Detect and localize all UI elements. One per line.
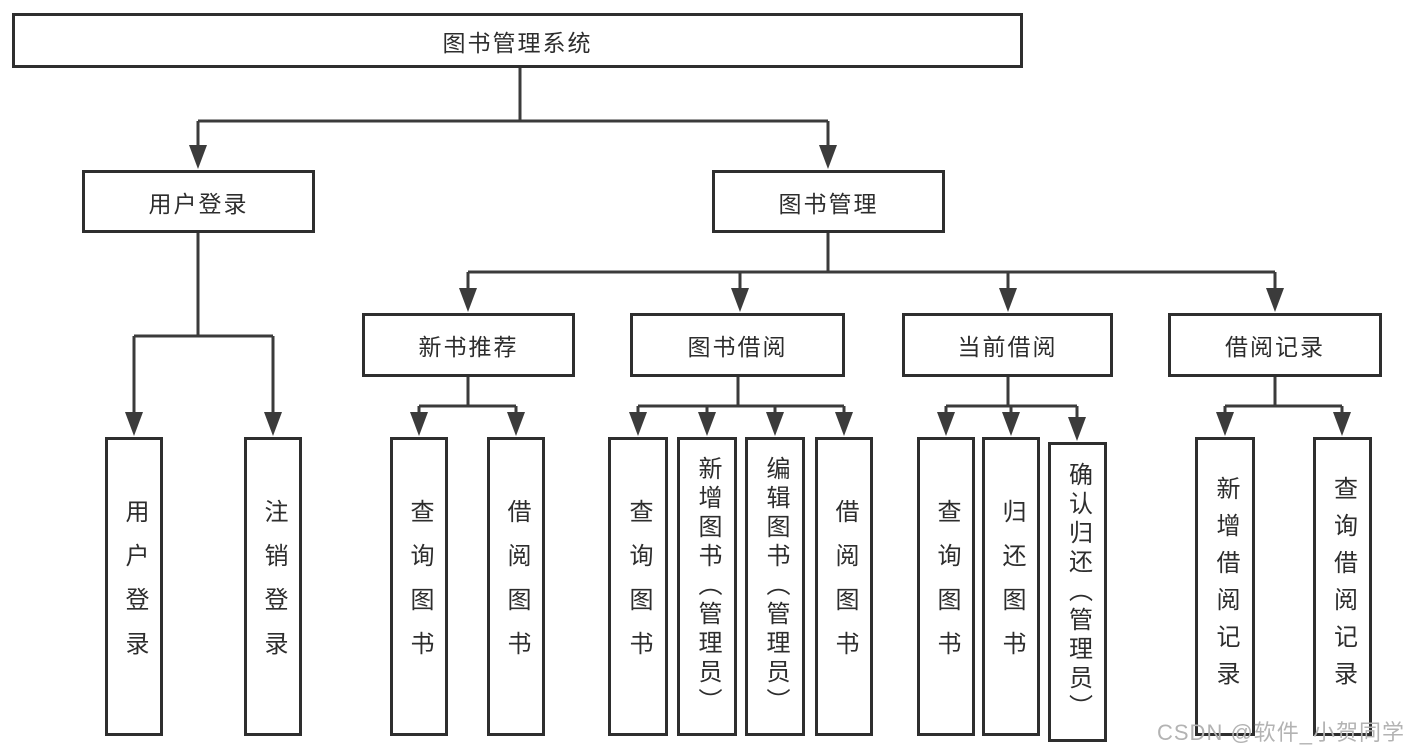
node-library-management-system: 图书管理系统 (12, 13, 1023, 68)
leaf-confirm-return-admin: 确认归还（管理员） (1048, 442, 1107, 742)
leaf-return-books: 归还图书 (982, 437, 1040, 736)
node-label: 借阅图书 (831, 498, 858, 675)
node-label: 图书借阅 (687, 334, 788, 360)
node-label: 借阅记录 (1225, 334, 1325, 360)
node-label: 图书管理系统 (442, 29, 593, 56)
node-label: 编辑图书（管理员） (762, 456, 789, 717)
node-label: 查询图书 (406, 498, 433, 675)
node-label: 当前借阅 (957, 334, 1058, 360)
leaf-query-books-current: 查询图书 (917, 437, 975, 736)
node-label: 归还图书 (998, 498, 1025, 675)
node-label: 新书推荐 (418, 334, 519, 360)
node-book-borrowing: 图书借阅 (630, 313, 845, 377)
csdn-watermark: CSDN @软件_小贺同学 (1157, 720, 1405, 745)
leaf-user-login: 用户登录 (105, 437, 163, 736)
leaf-borrow-books-recommend: 借阅图书 (487, 437, 545, 736)
node-label: 新增借阅记录 (1212, 475, 1239, 698)
node-label: 新增图书（管理员） (694, 456, 721, 717)
node-label: 图书管理 (778, 190, 879, 217)
node-new-book-recommend: 新书推荐 (362, 313, 575, 377)
node-label: 查询图书 (933, 498, 960, 675)
leaf-borrow-books: 借阅图书 (815, 437, 873, 736)
leaf-edit-books-admin: 编辑图书（管理员） (745, 437, 805, 736)
leaf-logout-login: 注销登录 (244, 437, 302, 736)
node-label: 查询借阅记录 (1329, 475, 1357, 698)
leaf-query-books-recommend: 查询图书 (390, 437, 448, 736)
node-user-login: 用户登录 (82, 170, 315, 233)
node-label: 用户登录 (121, 498, 148, 675)
leaf-add-borrow-record: 新增借阅记录 (1195, 437, 1255, 736)
node-label: 借阅图书 (503, 498, 530, 675)
node-borrowing-records: 借阅记录 (1168, 313, 1382, 377)
leaf-query-books-borrowing: 查询图书 (608, 437, 668, 736)
node-book-management: 图书管理 (712, 170, 945, 233)
node-label: 注销登录 (260, 498, 287, 675)
node-label: 查询图书 (625, 498, 652, 675)
leaf-add-books-admin: 新增图书（管理员） (677, 437, 737, 736)
node-label: 确认归还（管理员） (1064, 461, 1092, 723)
node-current-borrowing: 当前借阅 (902, 313, 1113, 377)
leaf-query-borrow-record: 查询借阅记录 (1313, 437, 1372, 736)
node-label: 用户登录 (148, 190, 249, 217)
